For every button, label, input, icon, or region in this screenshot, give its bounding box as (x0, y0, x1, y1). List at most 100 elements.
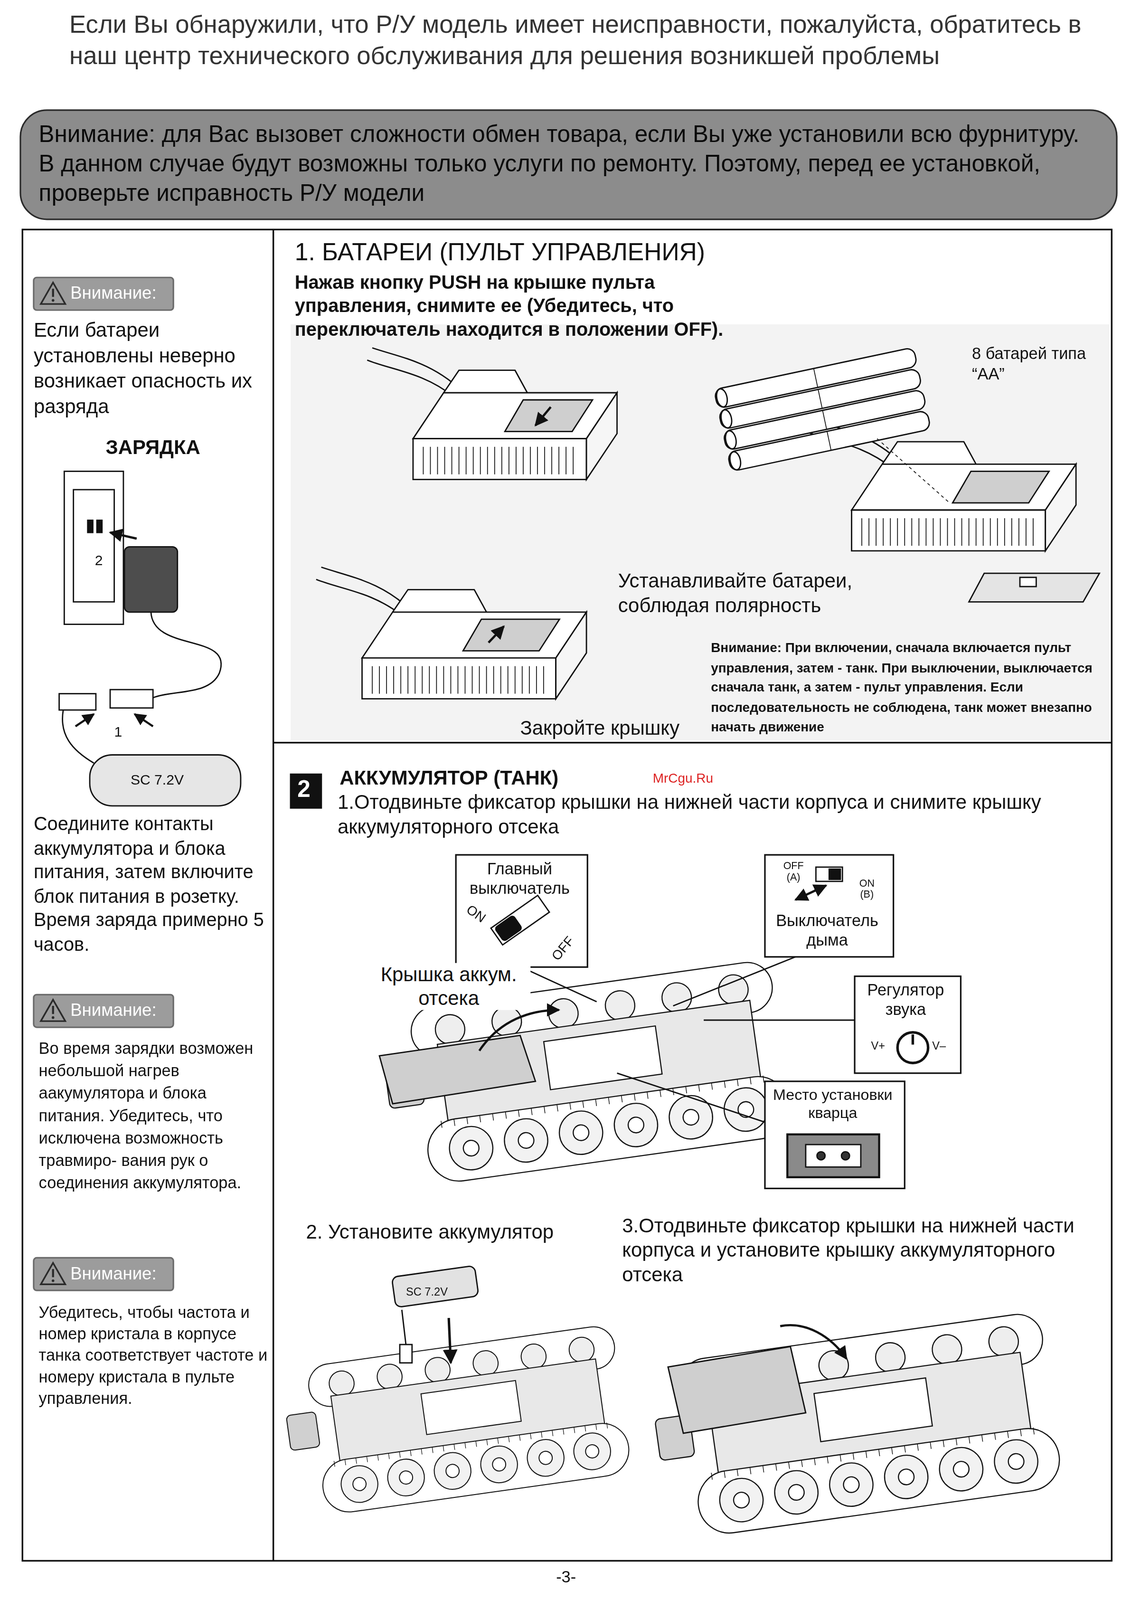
track-tread (917, 1443, 919, 1451)
remote-side (556, 612, 587, 699)
watermark: MrCgu.Ru (652, 770, 755, 786)
warning-dot (51, 299, 55, 302)
track-tread (432, 1446, 434, 1453)
section-heading: АККУМУЛЯТОР (ТАНК) (339, 765, 646, 790)
battery-cap (719, 408, 734, 429)
switch-inset: Главный выключательONOFF (455, 854, 588, 967)
grille-line (572, 446, 574, 475)
callout-number: 2 (94, 551, 110, 569)
page-frame (22, 229, 1112, 1561)
switch-slider (494, 914, 523, 942)
instruction-text: Закройте крышку (519, 716, 704, 740)
battery-pack (391, 1265, 479, 1308)
part-label: Крышка аккум. отсека (367, 962, 531, 1010)
battery-cover (462, 619, 560, 651)
road-wheel (716, 1475, 766, 1525)
track-tread (552, 1430, 554, 1436)
grille-line (423, 446, 425, 475)
grille-line (954, 518, 956, 546)
connect-arrow (134, 714, 154, 727)
wheel-hub (627, 1115, 645, 1134)
crystal-inset: Место установки кварца (764, 1081, 905, 1189)
grille-line (544, 446, 546, 475)
cover-latch (1019, 577, 1037, 587)
road-wheel (432, 1450, 474, 1492)
grille-line (414, 666, 416, 694)
road-wheel (611, 1100, 661, 1150)
track-tread (763, 1075, 764, 1083)
grille-line (933, 518, 934, 546)
grille-line (925, 518, 927, 546)
smoke-switch-inset: OFF (A)ON (B)Выключатель дыма (764, 854, 894, 957)
box-subtext: V– (932, 1039, 946, 1053)
box-subtext: V+ (870, 1039, 886, 1053)
grille-line (896, 518, 898, 546)
battery-label: SC 7.2V (405, 1284, 468, 1299)
track-tread (942, 1440, 944, 1447)
grille-line (458, 446, 460, 475)
antenna-wire (316, 579, 404, 616)
sound-inset: Регулятор звукаV+V– (854, 976, 961, 1074)
instruction-text: 2. Установите аккумулятор (305, 1219, 612, 1244)
track-tread (377, 1454, 379, 1461)
grille-line (940, 518, 942, 546)
road-wheel (525, 1436, 567, 1479)
remote-front (362, 657, 557, 699)
grille-line (1004, 518, 1006, 546)
wheel-hub (398, 1469, 414, 1485)
instruction-text: Нажав кнопку PUSH на крышке пульта управ… (294, 270, 775, 341)
section-heading: ЗАРЯДКА (61, 435, 246, 460)
battery-joint (818, 389, 822, 409)
warning-badge: Внимание: (33, 994, 174, 1028)
box-subtext: Выключатель дыма (764, 910, 890, 950)
road-wheel (385, 1456, 427, 1498)
double-arrow (795, 885, 826, 900)
track-tread (647, 1091, 649, 1099)
track-tread (801, 1459, 803, 1467)
grille-line (551, 446, 553, 475)
grille-line (515, 446, 517, 475)
grille-line (1032, 518, 1034, 546)
switch-inset-ground (455, 854, 588, 967)
road-wheel (338, 1462, 380, 1505)
track-tread (492, 1113, 494, 1121)
grille-line (493, 666, 495, 694)
knob-marker (911, 1034, 915, 1045)
grille-line (450, 666, 452, 694)
wheel-hub (952, 1460, 971, 1478)
grille-line (494, 446, 496, 475)
step-number-ground (290, 773, 321, 808)
illustration (22, 229, 1112, 1561)
remote-handle (392, 589, 487, 613)
warning-badge: Внимание: (33, 1257, 174, 1291)
grille-line (968, 518, 970, 546)
warning-badge-ground (33, 277, 174, 311)
grille-line (457, 666, 459, 694)
grille-line (487, 446, 489, 475)
grille-line (982, 518, 984, 546)
track-tread (698, 1084, 700, 1092)
box-text: Внимание: для Вас вызовет сложности обме… (38, 119, 1097, 208)
section-divider (273, 741, 1113, 744)
track-tread (574, 1426, 575, 1433)
track-tread (685, 1086, 687, 1094)
remote-closed (316, 566, 587, 699)
warning-badge-ground (33, 1257, 174, 1291)
track-tread (866, 1450, 868, 1458)
grille-line (465, 446, 467, 475)
road-wheel (881, 1451, 931, 1501)
wheel-hub (732, 1490, 751, 1509)
smoke-switch-inset-ground (764, 854, 894, 957)
track-tread (344, 1459, 346, 1465)
grille-line (393, 666, 395, 694)
track-tread (421, 1448, 423, 1454)
grille-line (443, 666, 445, 694)
track-tread (541, 1431, 543, 1438)
grille-line (882, 518, 884, 546)
track-tread (466, 1116, 468, 1124)
removed-bay-cover (379, 1035, 536, 1104)
grille-line (904, 518, 905, 546)
track-tread (969, 1436, 971, 1443)
track-tread (634, 1093, 636, 1101)
